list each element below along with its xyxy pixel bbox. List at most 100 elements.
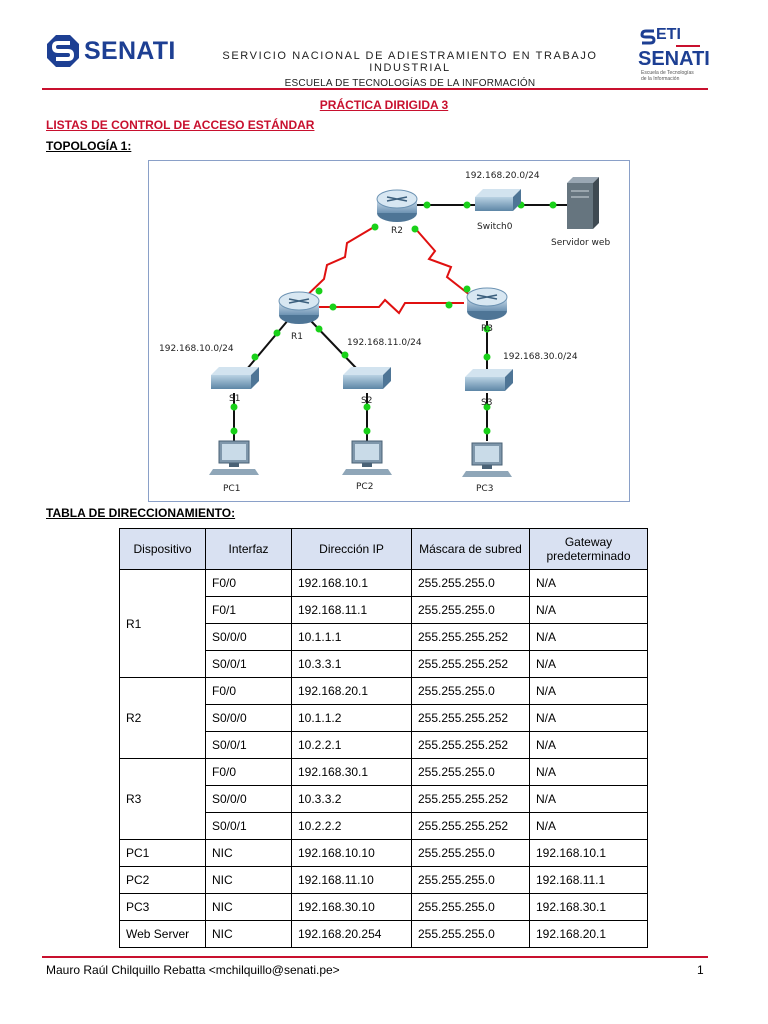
router-r1-icon	[278, 291, 320, 324]
table-header-row: Dispositivo Interfaz Dirección IP Máscar…	[119, 528, 648, 570]
table-cell: 192.168.10.1	[291, 569, 412, 597]
table-cell: N/A	[529, 785, 648, 813]
document-title: PRÁCTICA DIRIGIDA 3	[319, 98, 449, 112]
eti-senati-logo: ETI SENATI Escuela de Tecnologías de la …	[636, 26, 716, 96]
r1-label: R1	[291, 332, 303, 342]
table-cell: 255.255.255.252	[411, 812, 530, 840]
network-topology-diagram: 192.168.20.0/24 R2 Switch0 Servidor web …	[148, 160, 630, 502]
logo-subtext-2: de la Información	[641, 76, 680, 82]
footer-divider	[42, 956, 708, 958]
server-label: Servidor web	[551, 238, 610, 248]
pc3-icon	[462, 442, 512, 477]
serial-link-r1-r2	[298, 226, 375, 304]
table-cell: 255.255.255.0	[411, 677, 530, 705]
table-cell: 192.168.20.1	[529, 920, 648, 948]
table-cell: 255.255.255.0	[411, 839, 530, 867]
router-r3-icon	[466, 287, 508, 320]
page-header: SENATI SERVICIO NACIONAL DE ADIESTRAMIEN…	[0, 0, 768, 100]
table-cell: 10.1.1.2	[291, 704, 412, 732]
column-header: Gateway predeterminado	[529, 528, 648, 570]
document-subtitle: LISTAS DE CONTROL DE ACCESO ESTÁNDAR	[46, 118, 315, 132]
table-cell: N/A	[529, 758, 648, 786]
table-cell: F0/1	[205, 596, 292, 624]
pc2-icon	[342, 440, 392, 475]
table-cell: NIC	[205, 839, 292, 867]
table-heading: TABLA DE DIRECCIONAMIENTO:	[46, 506, 236, 520]
table-cell: 192.168.30.10	[291, 893, 412, 921]
table-cell: N/A	[529, 812, 648, 840]
table-cell: 192.168.10.10	[291, 839, 412, 867]
device-cell: PC3	[119, 893, 206, 921]
page-number: 1	[697, 963, 704, 977]
column-header: Interfaz	[205, 528, 292, 570]
device-cell: R3	[119, 758, 206, 840]
logo-subtext-1: Escuela de Tecnologías	[641, 70, 694, 76]
switch-s1-icon	[211, 367, 259, 389]
column-header: Dirección IP	[291, 528, 412, 570]
table-cell: S0/0/0	[205, 623, 292, 651]
link-status-dots	[230, 201, 557, 435]
institution-name: SERVICIO NACIONAL DE ADIESTRAMIENTO EN T…	[222, 50, 598, 74]
table-cell: 255.255.255.0	[411, 866, 530, 894]
table-cell: N/A	[529, 623, 648, 651]
column-header: Máscara de subred	[411, 528, 530, 570]
table-cell: S0/0/1	[205, 731, 292, 759]
footer-author: Mauro Raúl Chilquillo Rebatta <mchilquil…	[46, 963, 340, 977]
table-cell: 10.2.2.2	[291, 812, 412, 840]
table-cell: S0/0/1	[205, 650, 292, 678]
net20-label: 192.168.20.0/24	[465, 171, 540, 181]
table-cell: 10.2.2.1	[291, 731, 412, 759]
s2-label: S2	[361, 396, 372, 406]
topology-svg: 192.168.20.0/24 R2 Switch0 Servidor web …	[159, 171, 610, 494]
table-cell: 192.168.11.1	[529, 866, 648, 894]
net30-label: 192.168.30.0/24	[503, 352, 578, 362]
table-cell: 255.255.255.0	[411, 920, 530, 948]
r3-label: R3	[481, 324, 493, 334]
table-cell: N/A	[529, 731, 648, 759]
device-cell: PC2	[119, 866, 206, 894]
table-cell: 255.255.255.0	[411, 569, 530, 597]
table-cell: NIC	[205, 920, 292, 948]
table-cell: F0/0	[205, 677, 292, 705]
router-r2-icon	[376, 189, 418, 222]
pc1-icon	[209, 440, 259, 475]
table-cell: S0/0/0	[205, 785, 292, 813]
table-cell: 192.168.11.10	[291, 866, 412, 894]
table-cell: 255.255.255.0	[411, 893, 530, 921]
r2-label: R2	[391, 226, 403, 236]
senati-logo: SENATI	[46, 34, 176, 68]
device-cell: R2	[119, 677, 206, 759]
column-header: Dispositivo	[119, 528, 206, 570]
device-cell: PC1	[119, 839, 206, 867]
table-cell: 10.3.3.1	[291, 650, 412, 678]
table-cell: F0/0	[205, 758, 292, 786]
table-cell: 255.255.255.252	[411, 704, 530, 732]
table-cell: N/A	[529, 596, 648, 624]
eti-text: ETI	[656, 26, 681, 43]
serial-link-r2-r3	[413, 226, 476, 300]
switch-s3-icon	[465, 369, 513, 391]
web-server-icon	[567, 177, 599, 229]
brand-name: SENATI	[84, 36, 176, 65]
table-cell: 255.255.255.252	[411, 731, 530, 759]
eti-s-icon	[640, 29, 656, 45]
topology-heading: TOPOLOGÍA 1:	[46, 139, 132, 153]
table-cell: 255.255.255.252	[411, 650, 530, 678]
institution-block: SERVICIO NACIONAL DE ADIESTRAMIENTO EN T…	[192, 50, 628, 89]
table-cell: S0/0/1	[205, 812, 292, 840]
s3-label: S3	[481, 398, 492, 408]
table-cell: NIC	[205, 893, 292, 921]
pc3-label: PC3	[476, 484, 493, 494]
eti-underline	[676, 45, 700, 47]
table-cell: 10.3.3.2	[291, 785, 412, 813]
table-cell: NIC	[205, 866, 292, 894]
table-cell: 255.255.255.252	[411, 785, 530, 813]
